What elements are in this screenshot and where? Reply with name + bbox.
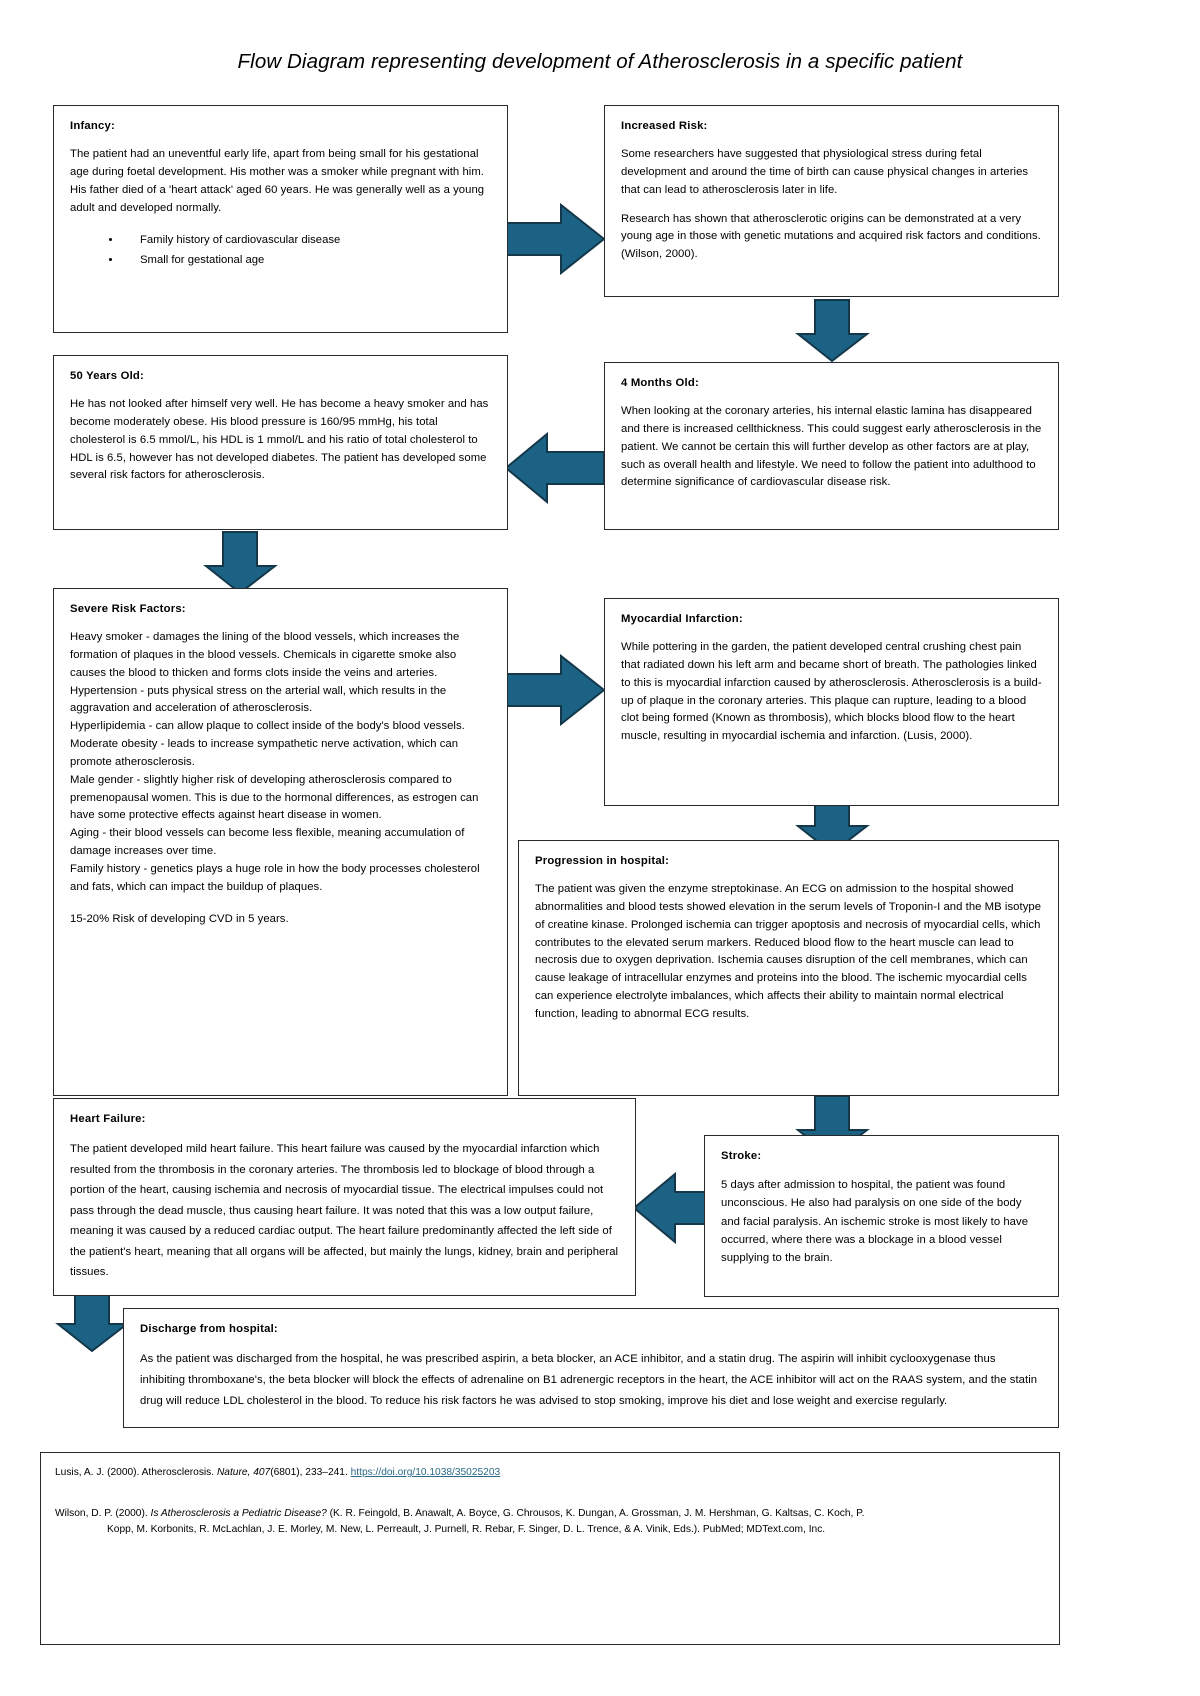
box-increased-risk-para-1: Some researchers have suggested that phy… xyxy=(621,148,1029,196)
reference-lusis: Lusis, A. J. (2000). Atherosclerosis. Na… xyxy=(55,1465,1045,1480)
box-increased-risk-heading: Increased Risk: xyxy=(621,120,708,132)
box-four-months-body: When looking at the coronary arteries, h… xyxy=(621,405,1042,489)
box-increased-risk: Increased Risk: Some researchers have su… xyxy=(604,105,1059,297)
box-infancy-body: The patient had an uneventful early life… xyxy=(70,148,485,214)
reference-wilson: Wilson, D. P. (2000). Is Atherosclerosis… xyxy=(55,1506,1045,1537)
box-infancy-heading: Infancy: xyxy=(70,120,115,132)
box-progression-body: The patient was given the enzyme strepto… xyxy=(535,883,1042,1020)
list-item: Family history of cardiovascular disease xyxy=(122,231,491,250)
box-myocardial-infarction: Myocardial Infarction: While pottering i… xyxy=(604,598,1059,806)
box-fifty-years-heading: 50 Years Old: xyxy=(70,370,144,382)
box-heart-failure-heading: Heart Failure: xyxy=(70,1113,146,1125)
arrow-increased-risk-to-four-months xyxy=(795,299,870,363)
reference-lusis-mid: (6801), 233–241. xyxy=(270,1467,351,1478)
box-myocardial-infarction-body: While pottering in the garden, the patie… xyxy=(621,641,1042,743)
box-discharge-body: As the patient was discharged from the h… xyxy=(140,1353,1038,1407)
reference-wilson-line2: Kopp, M. Korbonits, R. McLachlan, J. E. … xyxy=(107,1523,826,1535)
reference-wilson-mid: (K. R. Feingold, B. Anawalt, A. Boyce, G… xyxy=(326,1508,865,1520)
reference-lusis-doi-link[interactable]: https://doi.org/10.1038/35025203 xyxy=(350,1467,501,1478)
reference-lusis-italic: Nature, 407 xyxy=(216,1467,271,1478)
reference-lusis-pre: Lusis, A. J. (2000). Atherosclerosis. xyxy=(55,1467,217,1478)
arrow-fifty-years-to-severe-risk xyxy=(203,531,278,595)
reference-wilson-italic: Is Atherosclerosis a Pediatric Disease? xyxy=(150,1508,327,1520)
box-fifty-years-body: He has not looked after himself very wel… xyxy=(70,398,489,482)
box-progression-in-hospital: Progression in hospital: The patient was… xyxy=(518,840,1059,1096)
box-heart-failure: Heart Failure: The patient developed mil… xyxy=(53,1098,636,1296)
box-myocardial-infarction-heading: Myocardial Infarction: xyxy=(621,613,743,625)
box-severe-risk-heading: Severe Risk Factors: xyxy=(70,603,186,615)
box-increased-risk-para-2: Research has shown that atherosclerotic … xyxy=(621,212,1041,261)
box-four-months-old: 4 Months Old: When looking at the corona… xyxy=(604,362,1059,530)
box-four-months-heading: 4 Months Old: xyxy=(621,377,699,389)
box-stroke: Stroke: 5 days after admission to hospit… xyxy=(704,1135,1059,1297)
box-discharge-heading: Discharge from hospital: xyxy=(140,1323,278,1335)
box-severe-risk-factors: Severe Risk Factors: Heavy smoker - dama… xyxy=(53,588,508,1096)
arrow-heart-failure-to-discharge xyxy=(55,1289,130,1353)
box-progression-heading: Progression in hospital: xyxy=(535,855,670,867)
box-discharge-from-hospital: Discharge from hospital: As the patient … xyxy=(123,1308,1059,1428)
box-fifty-years-old: 50 Years Old: He has not looked after hi… xyxy=(53,355,508,530)
arrow-four-months-to-fifty-years xyxy=(504,431,605,505)
box-severe-risk-footer: 15-20% Risk of developing CVD in 5 years… xyxy=(70,912,289,925)
box-stroke-body: 5 days after admission to hospital, the … xyxy=(721,1179,1029,1265)
references-box: Lusis, A. J. (2000). Atherosclerosis. Na… xyxy=(40,1452,1060,1645)
box-infancy-bullet-list: Family history of cardiovascular disease… xyxy=(70,231,491,269)
box-heart-failure-body: The patient developed mild heart failure… xyxy=(70,1143,619,1279)
arrow-infancy-to-increased-risk xyxy=(502,202,606,276)
box-stroke-heading: Stroke: xyxy=(721,1150,762,1162)
reference-wilson-pre: Wilson, D. P. (2000). xyxy=(55,1508,151,1520)
box-infancy: Infancy: The patient had an uneventful e… xyxy=(53,105,508,333)
page-title: Flow Diagram representing development of… xyxy=(237,50,963,73)
arrow-severe-risk-to-myocardial-infarction xyxy=(502,653,606,727)
list-item: Small for gestational age xyxy=(122,251,491,270)
box-severe-risk-body: Heavy smoker - damages the lining of the… xyxy=(70,631,480,893)
